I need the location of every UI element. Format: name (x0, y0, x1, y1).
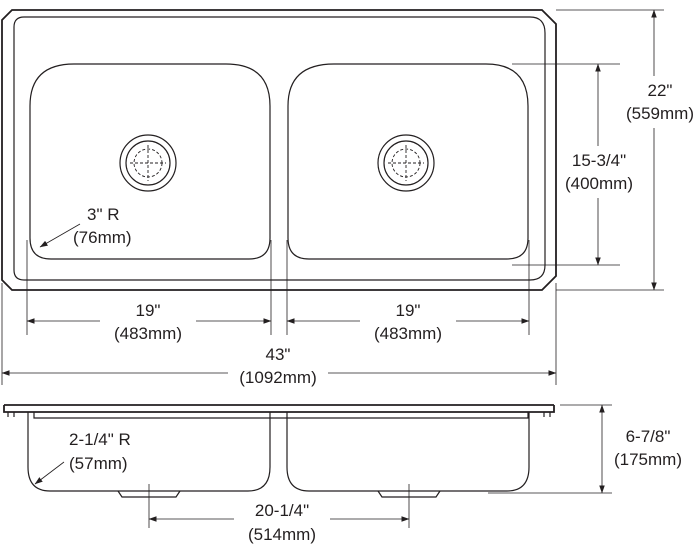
drain-spacing-imperial: 20-1/4" (255, 501, 309, 520)
sink-side-rim (3, 404, 555, 413)
top-corner-radius-metric: (76mm) (73, 228, 132, 247)
right-bowl-width-imperial: 19" (396, 301, 421, 320)
overall-width-metric: (1092mm) (239, 368, 316, 387)
right-drain (377, 134, 435, 192)
left-bowl-side-profile (27, 412, 271, 492)
bottom-corner-radius-imperial: 2-1/4" R (69, 430, 131, 449)
right-bowl-width-metric: (483mm) (374, 324, 442, 343)
sink-deck-edge (13, 16, 546, 281)
mounting-clips (7, 412, 551, 417)
top-corner-radius-leader (39, 223, 81, 248)
side-view: 6-7/8" (175mm) 20-1/4" (514mm) 2-1/4" R … (3, 404, 698, 556)
overall-width-imperial: 43" (266, 345, 291, 364)
overall-depth-imperial: 22" (648, 81, 673, 100)
sink-outer-rim (1, 9, 557, 291)
top-corner-radius-imperial: 3" R (87, 205, 120, 224)
bottom-corner-radius-leader (34, 461, 65, 485)
bowl-depth-metric: (175mm) (614, 450, 682, 469)
bowl-depth-imperial: 6-7/8" (626, 427, 671, 446)
bowl-length-metric: (400mm) (565, 174, 633, 193)
right-bowl-outline (287, 63, 529, 260)
left-bowl-outline (29, 63, 271, 260)
left-bowl-width-metric: (483mm) (114, 324, 182, 343)
top-view: 19" (483mm) 19" (483mm) 43" (1092mm) 22"… (1, 9, 700, 389)
left-drain (119, 134, 177, 192)
bowl-length-imperial: 15-3/4" (572, 151, 626, 170)
bottom-corner-radius-metric: (57mm) (69, 454, 128, 473)
right-bowl-side-profile (286, 412, 530, 492)
overall-depth-metric: (559mm) (626, 104, 694, 123)
drain-spacing-metric: (514mm) (248, 525, 316, 544)
left-bowl-width-imperial: 19" (136, 301, 161, 320)
